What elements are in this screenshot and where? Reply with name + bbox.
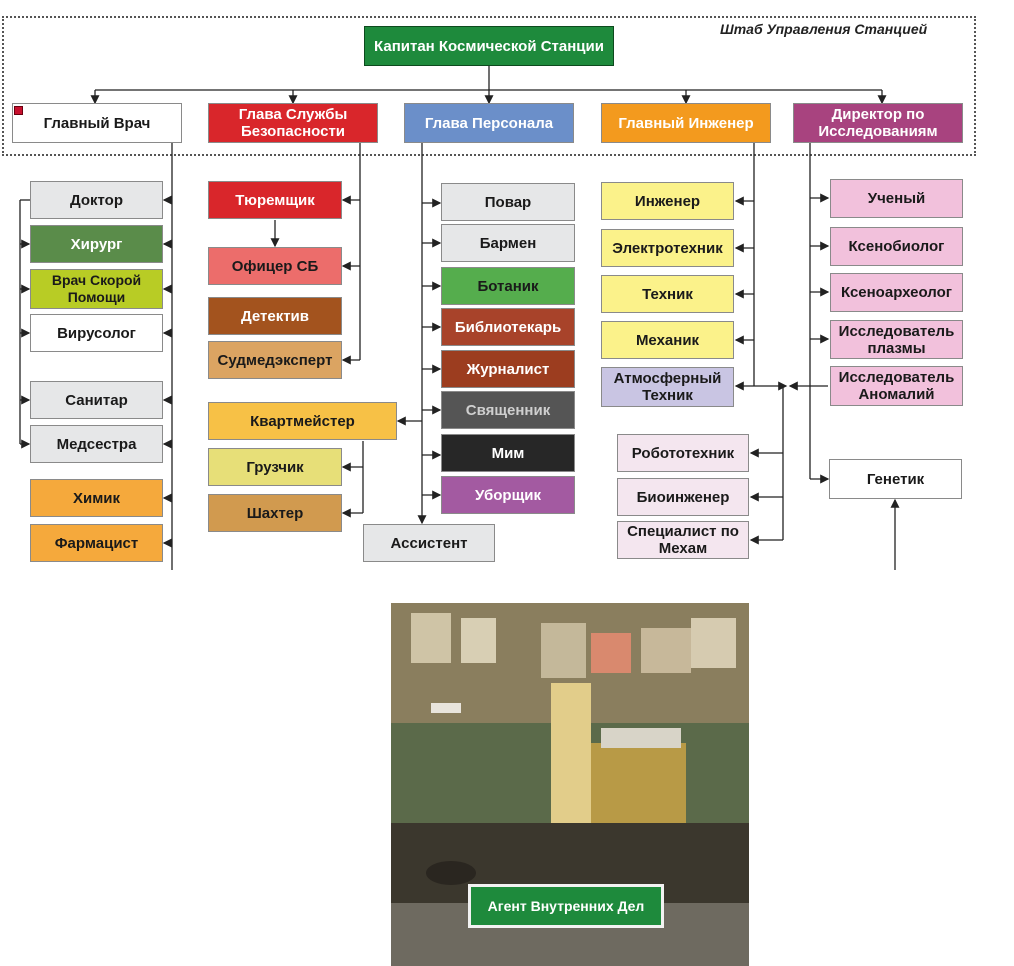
role-detective: Детектив (208, 297, 342, 335)
role-quartermaster: Квартмейстер (208, 402, 397, 440)
role-nurse: Медсестра (30, 425, 163, 463)
role-geneticist: Генетик (829, 459, 962, 499)
role-electrician: Электротехник (601, 229, 734, 267)
role-roboticist: Робототехник (617, 434, 749, 472)
role-engineer: Инженер (601, 182, 734, 220)
role-xenoarchaeologist: Ксеноархеолог (830, 273, 963, 312)
role-mechanic: Механик (601, 321, 734, 359)
role-xenobiologist: Ксенобиолог (830, 227, 963, 266)
role-paramedic: Врач Скорой Помощи (30, 269, 163, 309)
role-mech-specialist: Специалист по Мехам (617, 521, 749, 559)
role-pharmacist: Фармацист (30, 524, 163, 562)
role-botanist: Ботаник (441, 267, 575, 305)
head-security: Глава Службы Безопасности (208, 103, 378, 143)
role-bioengineer: Биоинженер (617, 478, 749, 516)
role-cargo-tech: Грузчик (208, 448, 342, 486)
role-security-officer: Офицер СБ (208, 247, 342, 285)
role-mime: Мим (441, 434, 575, 472)
role-miner: Шахтер (208, 494, 342, 532)
role-assistant: Ассистент (363, 524, 495, 562)
role-anomaly-researcher: Исследователь Аномалий (830, 366, 963, 406)
head-research: Директор по Исследованиям (793, 103, 963, 143)
role-warden: Тюремщик (208, 181, 342, 219)
role-plasma-researcher: Исследователь плазмы (830, 320, 963, 359)
role-virologist: Вирусолог (30, 314, 163, 352)
role-technician: Техник (601, 275, 734, 313)
head-medical: Главный Врач (12, 103, 182, 143)
role-bartender: Бармен (441, 224, 575, 262)
medical-marker-icon (14, 106, 23, 115)
role-chaplain: Священник (441, 391, 575, 429)
role-scientist: Ученый (830, 179, 963, 218)
role-forensic: Судмедэксперт (208, 341, 342, 379)
hq-label: Штаб Управления Станцией (720, 21, 928, 37)
role-atmos-tech: Атмосферный Техник (601, 367, 734, 407)
role-cook: Повар (441, 183, 575, 221)
role-doctor: Доктор (30, 181, 163, 219)
hq-boundary (2, 16, 976, 156)
head-engineering: Главный Инженер (601, 103, 771, 143)
role-janitor: Уборщик (441, 476, 575, 514)
role-orderly: Санитар (30, 381, 163, 419)
role-surgeon: Хирург (30, 225, 163, 263)
role-internal-affairs: Агент Внутренних Дел (468, 884, 664, 928)
role-journalist: Журналист (441, 350, 575, 388)
role-librarian: Библиотекарь (441, 308, 575, 346)
head-personnel: Глава Персонала (404, 103, 574, 143)
role-chemist: Химик (30, 479, 163, 517)
captain-box: Капитан Космической Станции (364, 26, 614, 66)
